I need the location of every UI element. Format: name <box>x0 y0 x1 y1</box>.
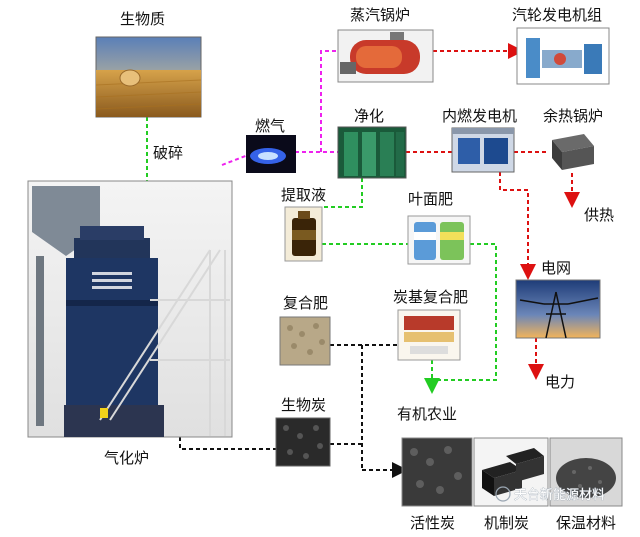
line-purify-to-extract <box>322 178 363 208</box>
label-biomass: 生物质 <box>120 10 165 28</box>
line-gasifier-to-gas <box>221 154 249 166</box>
label-purify: 净化 <box>354 107 384 125</box>
label-grid: 电网 <box>541 259 571 277</box>
compound-fertilizer-photo <box>279 316 331 366</box>
watermark: 天台新能源材料 <box>495 486 605 503</box>
label-gas: 燃气 <box>255 117 285 135</box>
line-purify-to-steam-boiler <box>320 50 338 152</box>
steam-boiler-photo <box>337 29 434 83</box>
insulation-material-photo <box>549 437 623 507</box>
label-power: 电力 <box>545 373 575 391</box>
label-extract-liquid: 提取液 <box>281 186 326 204</box>
label-machine-charcoal: 机制炭 <box>484 514 529 532</box>
steam-turbine-photo <box>516 27 610 85</box>
watermark-text: 天台新能源材料 <box>514 487 605 503</box>
label-biochar: 生物炭 <box>281 396 326 414</box>
purification-photo <box>337 126 407 179</box>
ic-generator-photo <box>451 127 515 173</box>
extract-liquid-photo <box>284 206 323 262</box>
line-generator-to-grid <box>499 172 536 280</box>
label-ic-generator: 内燃发电机 <box>442 107 517 125</box>
label-carbon-compound-fertilizer: 炭基复合肥 <box>393 288 468 306</box>
carbon-compound-fertilizer-photo <box>397 309 461 361</box>
label-organic-agriculture: 有机农业 <box>397 405 457 423</box>
foliar-fertilizer-photo <box>407 215 471 265</box>
line-foliar-to-agri <box>432 243 497 381</box>
label-crush: 破碎 <box>153 144 183 162</box>
grid-photo <box>515 279 601 339</box>
label-heat-supply: 供热 <box>584 206 614 224</box>
label-gasifier: 气化炉 <box>104 449 149 467</box>
label-steam-boiler: 蒸汽锅炉 <box>350 6 410 24</box>
label-foliar-fertilizer: 叶面肥 <box>408 190 453 208</box>
activated-carbon-photo <box>401 437 473 507</box>
line-gasifier-to-biochar <box>179 437 276 450</box>
biomass-photo <box>95 36 202 118</box>
label-insulation-material: 保温材料 <box>556 514 616 532</box>
label-steam-turbine: 汽轮发电机组 <box>512 6 602 24</box>
connectors <box>146 43 580 478</box>
waste-heat-boiler-photo <box>548 128 596 172</box>
label-activated-carbon: 活性炭 <box>410 514 455 532</box>
biochar-photo <box>275 417 331 467</box>
gas-flame-photo <box>246 135 296 173</box>
label-compound-fertilizer: 复合肥 <box>283 294 328 312</box>
gasifier-photo <box>27 180 233 438</box>
machine-charcoal-photo <box>473 437 549 507</box>
label-waste-heat-boiler: 余热锅炉 <box>543 107 603 125</box>
